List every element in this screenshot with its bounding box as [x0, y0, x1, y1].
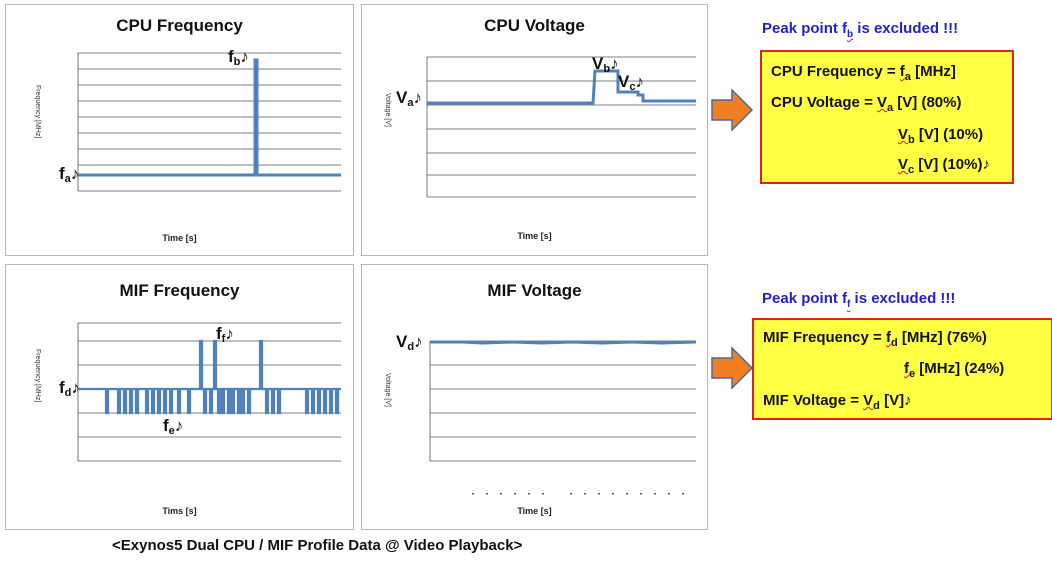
cpu-voltage-b-line: Vb [V] (10%): [898, 126, 983, 146]
label-vd: Vd♪: [396, 332, 423, 353]
mif-frequency-e-line: fe [MHz] (24%): [904, 360, 1004, 380]
mif-peak-note: Peak point ff is excluded !!!: [762, 290, 955, 310]
cpu-summary-box: CPU Frequency = fa [MHz] CPU Voltage = V…: [760, 50, 1014, 184]
line-symbol: fa: [899, 63, 911, 83]
cpu-voltage-line: CPU Voltage = Va [V] (80%): [771, 94, 961, 114]
peak-sub: f: [847, 299, 851, 310]
arrow-right-icon: [711, 88, 754, 132]
mif-frequency-plot: Frequency [MHz] fd♪ fe♪ ff♪: [34, 322, 341, 462]
label-ff: ff♪: [216, 324, 234, 345]
chart-title: MIF Voltage: [487, 281, 582, 300]
peak-sub: b: [847, 29, 854, 40]
line-suffix: [MHz]: [910, 63, 956, 80]
line-suffix: [V]: [879, 392, 905, 409]
cpu-peak-note: Peak point fb is excluded !!!: [762, 20, 958, 40]
cpu-voltage-chart: CPU Voltage Voltage [V] Va♪ Vb♪ Vc♪ Time…: [361, 4, 708, 256]
label-fd: fd♪: [59, 378, 80, 399]
line-symbol: fe: [904, 360, 916, 380]
peak-suffix: is excluded !!!: [850, 290, 956, 307]
line-prefix: CPU Frequency =: [771, 63, 900, 80]
line-prefix: MIF Frequency =: [763, 329, 886, 346]
gridlines: [426, 56, 696, 198]
label-vb: Vb♪: [592, 54, 619, 75]
line-suffix: [MHz] (24%): [915, 360, 1005, 377]
line-suffix: [V] (10%): [914, 156, 983, 173]
line-prefix: CPU Voltage =: [771, 94, 877, 111]
figure-caption: <Exynos5 Dual CPU / MIF Profile Data @ V…: [112, 537, 523, 554]
symbol-sub: c: [908, 164, 915, 176]
symbol-sub: b: [908, 134, 915, 146]
symbol: V: [898, 156, 909, 173]
line-suffix: [V] (10%): [914, 126, 984, 143]
label-fe: fe♪: [163, 416, 183, 437]
line-suffix: [V] (80%): [893, 94, 962, 111]
chart-title: MIF Frequency: [119, 281, 240, 300]
line-suffix: [MHz] (76%): [897, 329, 987, 346]
note-icon: ♪: [982, 156, 990, 173]
mif-voltage-chart: MIF Voltage Voltage [V] Vd♪ Time [s]: [361, 264, 708, 530]
x-axis-label: Tims [s]: [162, 506, 197, 516]
symbol: f: [899, 63, 905, 80]
mif-voltage-plot: Voltage [V] Vd♪: [384, 332, 697, 495]
series-line: [78, 339, 341, 415]
peak-suffix: is excluded !!!: [853, 20, 959, 37]
gridlines: [429, 340, 696, 462]
symbol: V: [877, 94, 888, 111]
peak-text: Peak point f: [762, 290, 848, 307]
line-prefix: MIF Voltage =: [763, 392, 864, 409]
line-symbol: fd: [885, 329, 898, 349]
note-icon: ♪: [904, 392, 912, 409]
cpu-frequency-plot: Frequency [MHz] fa♪ fb♪: [34, 47, 341, 192]
line-symbol: Vd: [863, 392, 880, 412]
chart-title: CPU Frequency: [116, 16, 243, 35]
series-line: [78, 58, 341, 177]
gridlines: [77, 52, 341, 192]
line-symbol: Vb: [898, 126, 915, 146]
symbol: f: [885, 329, 891, 346]
symbol-sub: a: [904, 71, 911, 83]
mif-frequency-chart: MIF Frequency Frequency [MHz] fd♪ fe♪ ff…: [5, 264, 354, 530]
label-vc: Vc♪: [618, 72, 644, 93]
peak-text: Peak point f: [762, 20, 848, 37]
symbol: V: [898, 126, 909, 143]
symbol-sub: d: [873, 400, 880, 412]
symbol: f: [904, 360, 909, 377]
symbol-sub: d: [890, 337, 898, 349]
label-fa: fa♪: [59, 164, 79, 185]
mif-voltage-line: MIF Voltage = Vd [V]♪: [763, 392, 912, 412]
y-axis-label: Frequency [MHz]: [34, 85, 41, 138]
x-tick-marks: [472, 493, 684, 495]
symbol: V: [863, 392, 874, 409]
arrow-right-icon: [711, 346, 754, 390]
symbol-sub: e: [909, 368, 916, 380]
label-va: Va♪: [396, 88, 422, 109]
series-line: [430, 340, 697, 345]
cpu-voltage-plot: Voltage [V] Va♪ Vb♪ Vc♪: [384, 54, 696, 198]
line-symbol: Vc: [898, 156, 915, 176]
y-axis-label: Voltage [V]: [384, 373, 391, 407]
cpu-voltage-c-line: Vc [V] (10%)♪: [898, 156, 990, 176]
x-axis-label: Time [s]: [162, 233, 197, 243]
label-fb: fb♪: [228, 47, 249, 68]
cpu-frequency-line: CPU Frequency = fa [MHz]: [771, 63, 956, 83]
x-axis-label: Time [s]: [517, 506, 552, 516]
y-axis-label: Voltage [V]: [384, 93, 391, 127]
series-line: [427, 69, 696, 105]
mif-frequency-line: MIF Frequency = fd [MHz] (76%): [763, 329, 987, 349]
chart-title: CPU Voltage: [484, 16, 585, 35]
cpu-frequency-chart: CPU Frequency Frequency [MHz] fa♪ fb♪ Ti…: [5, 4, 354, 256]
line-symbol: Va: [877, 94, 894, 114]
y-axis-label: Frequency [MHz]: [34, 349, 41, 402]
symbol-sub: a: [887, 102, 894, 114]
mif-summary-box: MIF Frequency = fd [MHz] (76%) fe [MHz] …: [752, 318, 1052, 420]
x-axis-label: Time [s]: [517, 231, 552, 241]
